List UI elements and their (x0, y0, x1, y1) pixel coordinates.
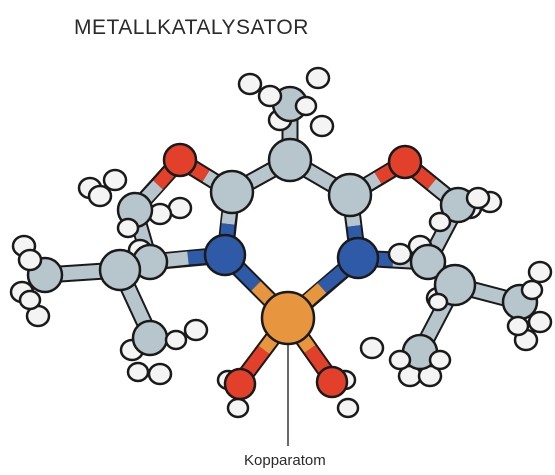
diagram-title: METALLKATALYSATOR (74, 16, 309, 39)
oxygen-atom-water-left (223, 367, 257, 401)
oxygen-atom-left (162, 142, 198, 178)
oxygen-atom-right (387, 144, 423, 180)
copper-atom (260, 290, 316, 346)
nitrogen-atom-right (336, 236, 380, 280)
carbon-atom-tbu-right (433, 263, 477, 307)
carbon-atom-ring-right (327, 172, 373, 218)
oxygen-atoms (162, 142, 423, 401)
hydrogen-atoms-back (9, 66, 553, 419)
nitrogen-atom-left (203, 233, 247, 277)
nitrogen-atoms (203, 233, 380, 280)
oxygen-atom-water-right (315, 365, 349, 399)
carbon-atom-tbu-left (98, 248, 142, 292)
hydrogen-atoms-front (17, 84, 544, 383)
carbon-atom-right (409, 243, 447, 281)
carbon-atom-methyl-lower-left (131, 319, 169, 357)
copper-atom-label: Kopparatom (244, 452, 326, 469)
carbon-atom-ring-left (209, 169, 255, 215)
carbon-atom-central (267, 137, 313, 183)
